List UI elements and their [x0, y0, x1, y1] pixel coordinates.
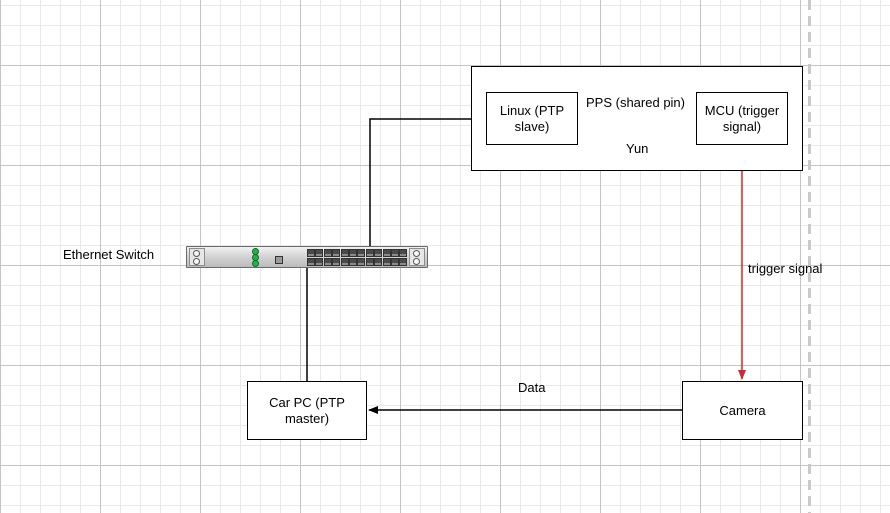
status-led-icon	[252, 260, 259, 267]
camera-node[interactable]: Camera	[682, 381, 803, 440]
mcu-node-label: MCU (trigger signal)	[704, 102, 780, 134]
switch-port-icon	[348, 249, 357, 257]
ethernet-switch[interactable]	[186, 246, 428, 268]
camera-node-label: Camera	[719, 402, 766, 418]
switch-port-icon	[315, 258, 324, 266]
switch-port-icon	[323, 258, 332, 266]
switch-port-icon	[399, 258, 408, 266]
switch-port-icon	[365, 258, 374, 266]
switch-port-icon	[365, 249, 374, 257]
switch-port-icon	[399, 249, 408, 257]
data-edge-label: Data	[518, 380, 546, 395]
trigger-edge-label: trigger signal	[748, 261, 823, 276]
yun-label: Yun	[626, 141, 649, 156]
switch-port-icon	[307, 249, 315, 257]
switch-port-array	[307, 249, 408, 266]
switch-port-icon	[315, 249, 324, 257]
car-pc-node-label: Car PC (PTP master)	[269, 394, 345, 426]
mcu-node[interactable]: MCU (trigger signal)	[696, 92, 788, 145]
switch-port-icon	[332, 249, 341, 257]
mount-hole-icon	[193, 258, 200, 265]
connector-switch-yun[interactable]	[369, 118, 472, 250]
switch-port-icon	[374, 258, 383, 266]
switch-port-icon	[323, 249, 332, 257]
mount-hole-icon	[413, 258, 420, 265]
switch-port-icon	[357, 249, 366, 257]
mount-hole-icon	[193, 250, 200, 257]
switch-left-mount-ear	[189, 248, 205, 266]
switch-port-icon	[357, 258, 366, 266]
page-boundary-line	[808, 0, 811, 513]
mount-hole-icon	[413, 250, 420, 257]
switch-port-icon	[348, 258, 357, 266]
switch-port-icon	[332, 258, 341, 266]
switch-port-icon	[390, 258, 399, 266]
switch-port-icon	[382, 258, 391, 266]
switch-port-icon	[374, 249, 383, 257]
car-pc-node[interactable]: Car PC (PTP master)	[247, 381, 367, 440]
console-port-icon	[275, 256, 283, 264]
pps-edge-label: PPS (shared pin)	[586, 95, 685, 110]
switch-port-icon	[340, 249, 349, 257]
switch-port-icon	[382, 249, 391, 257]
switch-port-icon	[390, 249, 399, 257]
ethernet-switch-label: Ethernet Switch	[63, 247, 155, 262]
linux-node-label: Linux (PTP slave)	[499, 102, 565, 134]
switch-port-icon	[340, 258, 349, 266]
switch-port-icon	[307, 258, 315, 266]
linux-node[interactable]: Linux (PTP slave)	[486, 92, 578, 145]
switch-right-mount-ear	[409, 248, 425, 266]
